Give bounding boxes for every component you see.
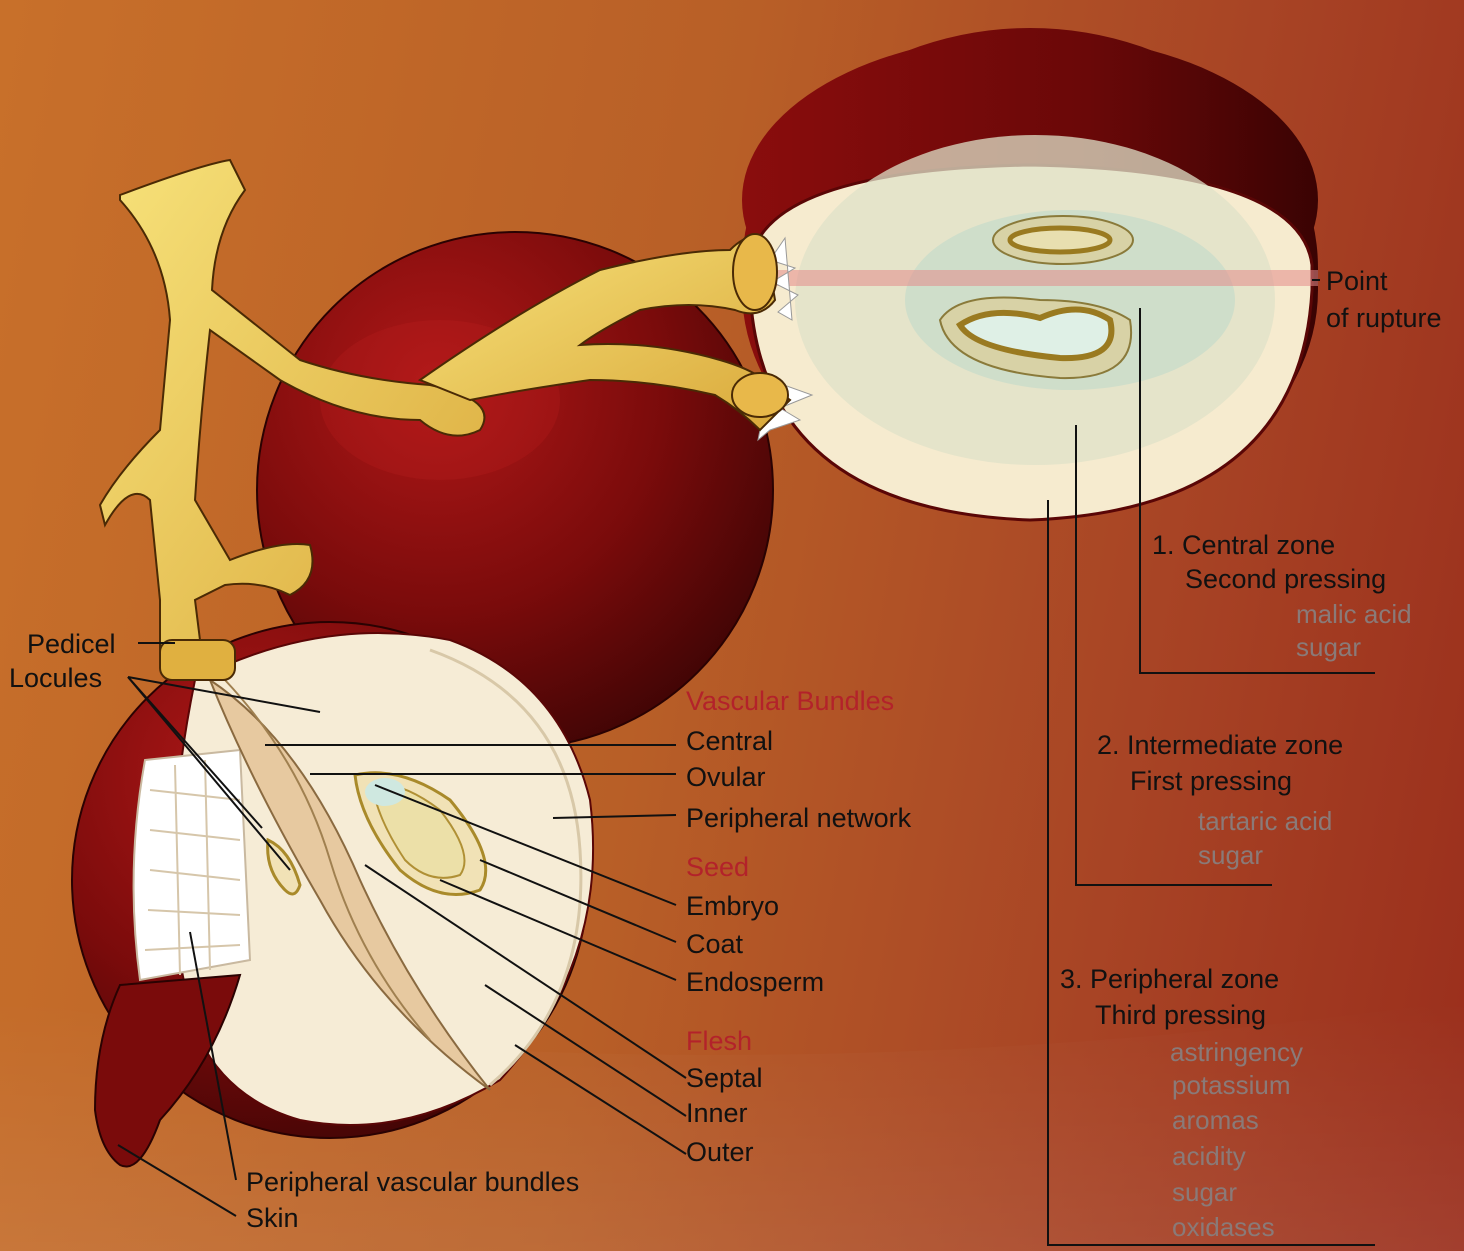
peripheral-zone-component: acidity	[1172, 1143, 1246, 1169]
seed-heading: Seed	[686, 854, 749, 881]
intermediate-zone-title: 2. Intermediate zone	[1097, 732, 1343, 759]
label-pedicel: Pedicel	[27, 631, 116, 658]
pedicel	[160, 640, 235, 680]
label-endosperm: Endosperm	[686, 969, 824, 996]
central-zone-component: malic acid	[1296, 601, 1412, 627]
label-locules: Locules	[9, 665, 102, 692]
label-central: Central	[686, 728, 773, 755]
peripheral-zone-component: sugar	[1172, 1179, 1237, 1205]
label-outer: Outer	[686, 1139, 754, 1166]
label-septal: Septal	[686, 1065, 763, 1092]
label-coat: Coat	[686, 931, 743, 958]
label-of-rupture: of rupture	[1326, 305, 1442, 332]
label-embryo: Embryo	[686, 893, 779, 920]
central-zone-component: sugar	[1296, 634, 1361, 660]
peripheral-zone-component: aromas	[1172, 1107, 1259, 1133]
peripheral-zone-pressing: Third pressing	[1095, 1002, 1266, 1029]
label-skin: Skin	[246, 1205, 299, 1232]
label-point: Point	[1326, 268, 1388, 295]
seed-upper	[993, 216, 1133, 264]
flesh-heading: Flesh	[686, 1028, 752, 1055]
intermediate-zone-component: tartaric acid	[1198, 808, 1332, 834]
peripheral-zone-component: oxidases	[1172, 1214, 1275, 1240]
intermediate-zone-component: sugar	[1198, 842, 1263, 868]
label-peripheral-vascular-bundles: Peripheral vascular bundles	[246, 1169, 579, 1196]
label-peripheral-network: Peripheral network	[686, 805, 911, 832]
peripheral-zone-title: 3. Peripheral zone	[1060, 966, 1279, 993]
central-zone-title: 1. Central zone	[1152, 532, 1335, 559]
label-inner: Inner	[686, 1100, 748, 1127]
intermediate-zone-pressing: First pressing	[1130, 768, 1292, 795]
central-zone-pressing: Second pressing	[1185, 566, 1386, 593]
label-ovular: Ovular	[686, 764, 766, 791]
rupture-line	[758, 270, 1318, 286]
peripheral-zone-component: potassium	[1172, 1072, 1291, 1098]
sectioned-grape-top	[742, 28, 1318, 520]
peripheral-zone-component: astringency	[1170, 1039, 1303, 1065]
vascular-bundles-heading: Vascular Bundles	[686, 688, 894, 715]
